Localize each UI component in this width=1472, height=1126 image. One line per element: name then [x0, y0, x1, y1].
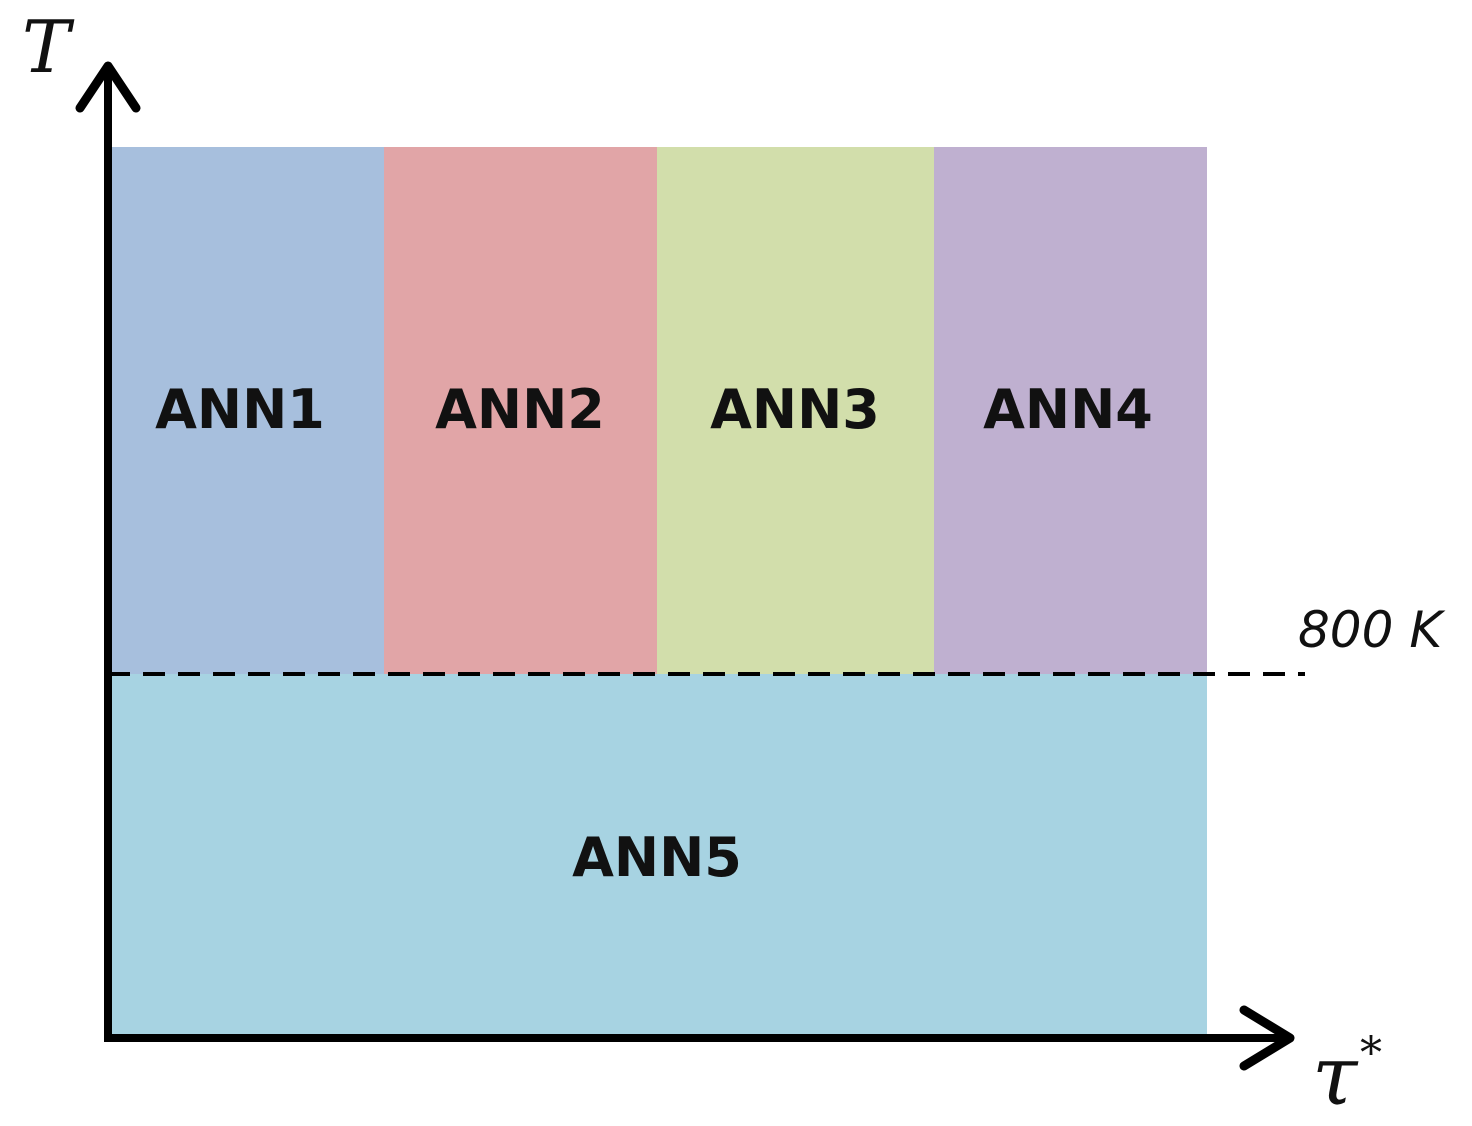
- label-ann3: ANN3: [710, 378, 880, 441]
- y-axis-label: T: [22, 5, 75, 89]
- y-axis-arrowhead-icon: [75, 61, 141, 113]
- region-ann5: [108, 674, 1207, 1038]
- x-axis-arrowhead-icon: [1239, 1005, 1295, 1071]
- label-ann4: ANN4: [983, 378, 1153, 441]
- region-ann3: [657, 147, 934, 674]
- label-ann1: ANN1: [155, 378, 325, 441]
- x-axis-label-superscript: *: [1360, 1028, 1382, 1079]
- label-ann2: ANN2: [435, 378, 605, 441]
- x-axis-label: τ: [1312, 1029, 1359, 1124]
- region-ann4: [934, 147, 1207, 674]
- region-ann1: [108, 147, 384, 674]
- region-ann2: [384, 147, 657, 674]
- threshold-label: 800 K: [1298, 601, 1446, 659]
- label-ann5: ANN5: [572, 826, 742, 889]
